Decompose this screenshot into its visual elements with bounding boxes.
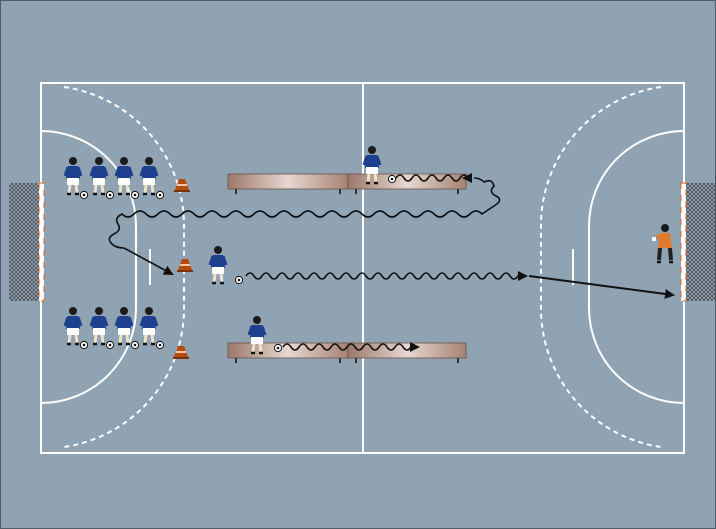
ball-icon [274,344,281,351]
ball-icon [156,191,163,198]
ball-icon [131,191,138,198]
goal-icon [9,183,44,301]
ball-icon [156,341,163,348]
ball-icon [388,175,395,182]
ball-icon [80,341,87,348]
ball-icon [131,341,138,348]
ball-icon [106,191,113,198]
ball-icon [235,276,242,283]
ball-icon [106,341,113,348]
goal-icon [681,183,716,301]
ball-icon [80,191,87,198]
